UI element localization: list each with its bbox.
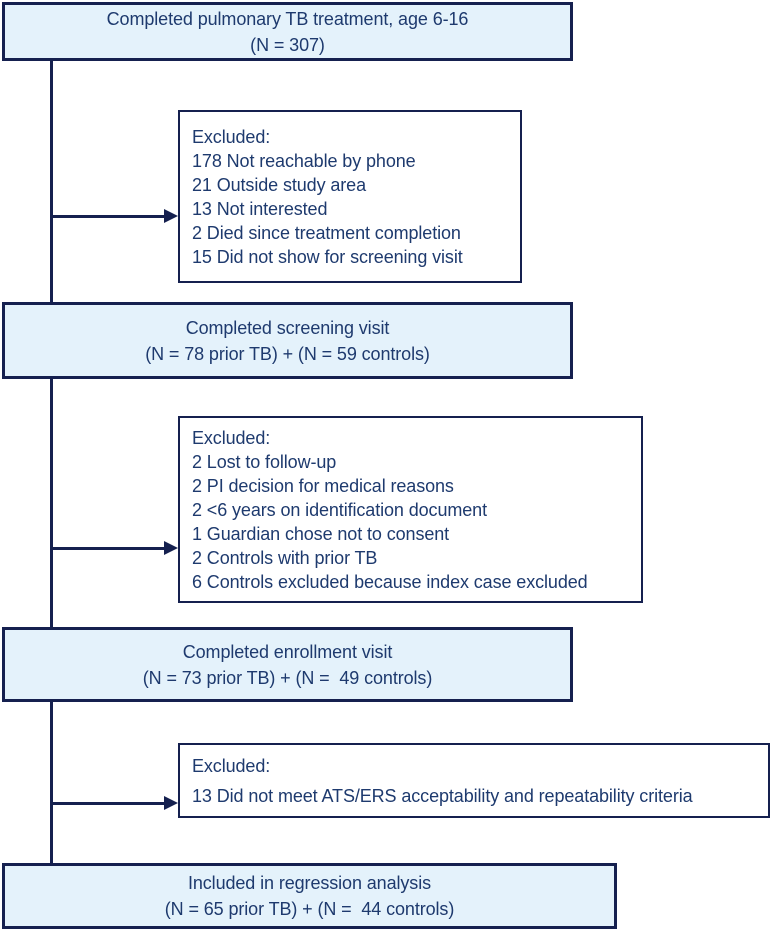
box-completed-treatment: Completed pulmonary TB treatment, age 6-… xyxy=(2,2,573,61)
excluded-analysis-item: 13 Did not meet ATS/ERS acceptability an… xyxy=(192,785,693,806)
box-completed-treatment-line2: (N = 307) xyxy=(250,34,325,55)
box-completed-enrollment: Completed enrollment visit (N = 73 prior… xyxy=(2,627,573,702)
box-included-analysis: Included in regression analysis (N = 65 … xyxy=(2,863,617,929)
excluded-enrollment-item: 2 Lost to follow-up xyxy=(192,451,337,472)
excluded-screening-item: 178 Not reachable by phone xyxy=(192,150,416,171)
box-excluded-before-screening: Excluded: 178 Not reachable by phone 21 … xyxy=(178,110,522,283)
excluded-enrollment-heading: Excluded: xyxy=(192,427,271,448)
box-included-analysis-line2: (N = 65 prior TB) + (N = 44 controls) xyxy=(164,899,455,919)
excluded-enrollment-item: 2 Controls with prior TB xyxy=(192,547,378,568)
arrow3-right-arrowhead-icon xyxy=(164,796,178,810)
excluded-enrollment-item: 2 PI decision for medical reasons xyxy=(192,475,454,496)
vertical-connector-line xyxy=(50,59,53,866)
box-excluded-before-enrollment: Excluded: 2 Lost to follow-up 2 PI decis… xyxy=(178,416,643,603)
arrow3-shaft xyxy=(50,802,166,805)
arrow2-shaft xyxy=(50,547,166,550)
box-excluded-before-analysis: Excluded: 13 Did not meet ATS/ERS accept… xyxy=(178,743,770,818)
excluded-analysis-heading: Excluded: xyxy=(192,755,271,776)
excluded-enrollment-item: 6 Controls excluded because index case e… xyxy=(192,571,588,592)
box-completed-treatment-line1: Completed pulmonary TB treatment, age 6-… xyxy=(106,8,469,29)
arrow1-shaft xyxy=(50,215,166,218)
box-included-analysis-line1: Included in regression analysis xyxy=(187,873,432,893)
box-completed-screening: Completed screening visit (N = 78 prior … xyxy=(2,302,573,379)
excluded-enrollment-item: 2 <6 years on identification document xyxy=(192,499,487,520)
excluded-screening-item: 15 Did not show for screening visit xyxy=(192,246,463,267)
box-completed-screening-line2: (N = 78 prior TB) + (N = 59 controls) xyxy=(145,343,430,364)
arrow1-right-arrowhead-icon xyxy=(164,209,178,223)
box-completed-enrollment-line1: Completed enrollment visit xyxy=(182,641,393,662)
excluded-screening-item: 2 Died since treatment completion xyxy=(192,222,461,243)
excluded-screening-item: 13 Not interested xyxy=(192,198,328,219)
excluded-enrollment-item: 1 Guardian chose not to consent xyxy=(192,523,450,544)
excluded-screening-heading: Excluded: xyxy=(192,126,271,147)
excluded-screening-item: 21 Outside study area xyxy=(192,174,367,195)
box-completed-screening-line1: Completed screening visit xyxy=(185,317,390,338)
box-completed-enrollment-line2: (N = 73 prior TB) + (N = 49 controls) xyxy=(142,667,433,688)
arrow2-right-arrowhead-icon xyxy=(164,541,178,555)
